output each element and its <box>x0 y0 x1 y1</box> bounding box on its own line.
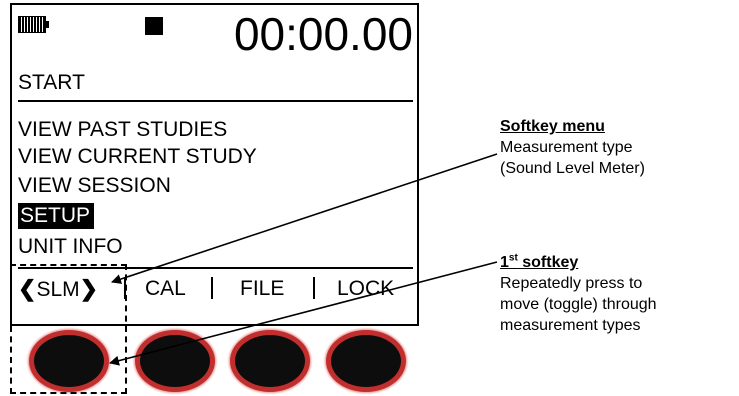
callout-text: move (toggle) through <box>500 296 657 313</box>
callout-text: (Sound Level Meter) <box>500 160 645 177</box>
softkey-4[interactable]: LOCK <box>337 277 395 300</box>
hardware-softkey-1[interactable] <box>29 330 109 392</box>
softkey-1[interactable]: ❮SLM❯ <box>18 277 98 302</box>
battery-tip <box>46 21 49 28</box>
softkey-1-label: SLM <box>36 278 80 301</box>
softkey-menu-arrow <box>111 153 498 284</box>
callout-title: 1st softkey <box>500 252 579 271</box>
battery-icon <box>18 16 46 33</box>
softkey-separator <box>211 277 213 299</box>
softkey-menu-callout: Softkey menu Measurement type (Sound Lev… <box>500 116 645 179</box>
menu-item-view-current-study[interactable]: VIEW CURRENT STUDY <box>18 145 257 168</box>
menu-item-view-past-studies[interactable]: VIEW PAST STUDIES <box>18 118 228 141</box>
callout-text: measurement types <box>500 317 641 334</box>
timer-display: 00:00.00 <box>233 8 413 60</box>
start-label[interactable]: START <box>18 71 85 94</box>
callout-text: Measurement type <box>500 139 633 156</box>
stop-icon <box>145 17 163 35</box>
first-softkey-highlight <box>10 264 127 394</box>
hardware-softkey-2[interactable] <box>135 330 215 392</box>
chevron-left-icon: ❮ <box>18 276 37 301</box>
menu-item-view-session[interactable]: VIEW SESSION <box>18 174 171 197</box>
menu-item-unit-info[interactable]: UNIT INFO <box>18 235 123 258</box>
device-screen: 00:00.00 START VIEW PAST STUDIES VIEW CU… <box>10 3 419 326</box>
softkey-2[interactable]: CAL <box>145 277 186 300</box>
softkey-divider <box>18 267 413 269</box>
menu-item-setup[interactable]: SETUP <box>18 203 95 229</box>
hardware-softkey-3[interactable] <box>230 330 310 392</box>
chevron-right-icon: ❯ <box>79 276 99 301</box>
first-softkey-arrow <box>109 261 498 366</box>
first-softkey-callout: 1st softkey Repeatedly press to move (to… <box>500 252 657 336</box>
callout-text: Repeatedly press to <box>500 275 643 292</box>
softkey-3[interactable]: FILE <box>240 277 285 300</box>
callout-title: Softkey menu <box>500 118 605 135</box>
divider <box>18 100 413 102</box>
softkey-separator <box>313 277 315 299</box>
hardware-softkey-4[interactable] <box>326 330 406 392</box>
